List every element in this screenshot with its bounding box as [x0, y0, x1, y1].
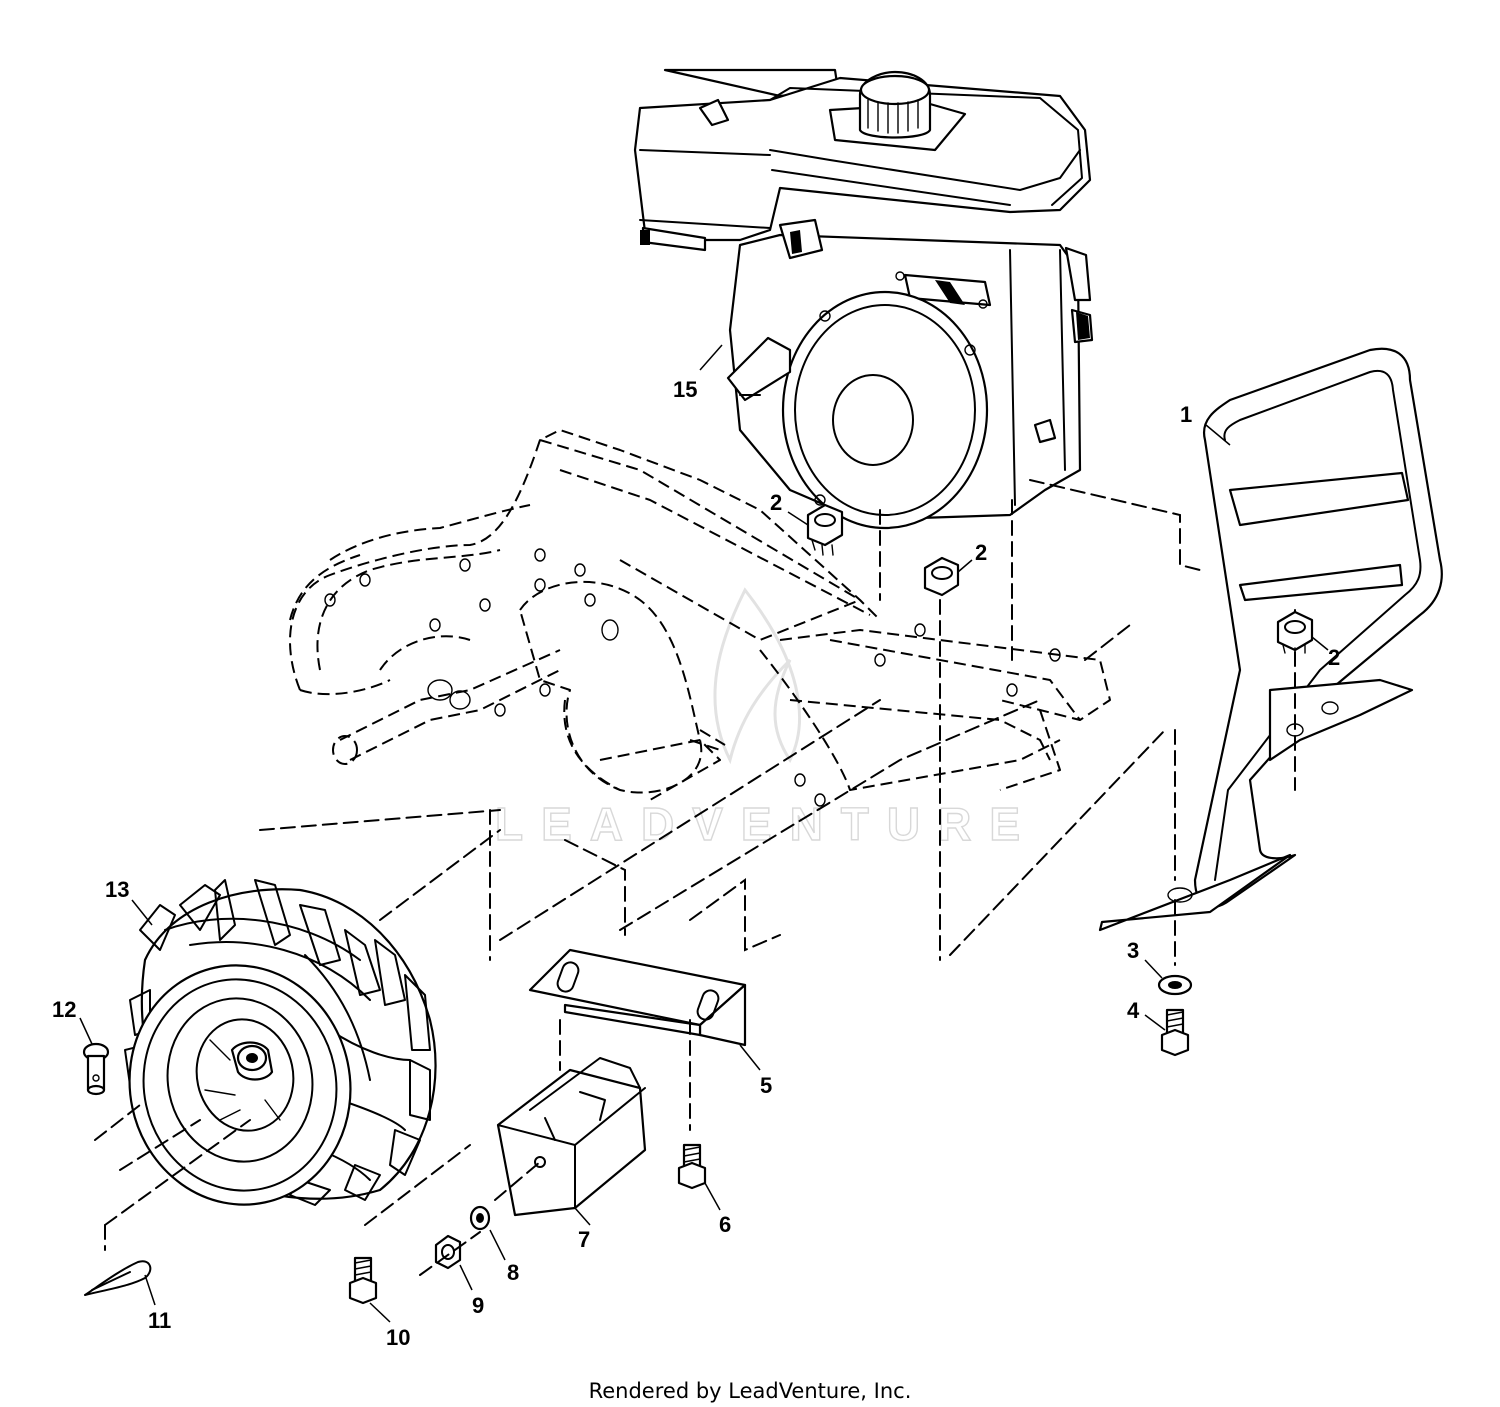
clevis-pin-part-12 [82, 1042, 110, 1096]
hairpin-clip-part-11 [84, 1260, 152, 1296]
bumper-bracket-part-1 [1098, 347, 1443, 932]
hex-nut-part-2-upper [806, 503, 844, 556]
hex-nut-part-9 [434, 1234, 462, 1270]
wheel-weight-part-7 [496, 1057, 647, 1217]
engine-part-15 [633, 68, 1094, 530]
callout-2-upper: 2 [770, 490, 782, 515]
tire-wheel-part-13 [124, 879, 437, 1206]
washer-part-3 [1157, 974, 1193, 996]
callout-15: 15 [673, 377, 697, 402]
bolt-part-10 [348, 1256, 378, 1305]
watermark: LEADVENTURE [494, 587, 1038, 851]
callout-5: 5 [760, 1073, 772, 1098]
callout-4: 4 [1127, 998, 1140, 1023]
callout-1: 1 [1180, 402, 1192, 427]
bolt-part-4 [1160, 1008, 1190, 1057]
leader-lines [79, 344, 1329, 1323]
callout-13: 13 [105, 877, 129, 902]
bolt-part-6 [677, 1143, 707, 1190]
footer-credit: Rendered by LeadVenture, Inc. [589, 1379, 912, 1403]
callout-2-mid: 2 [975, 540, 987, 565]
callout-10: 10 [386, 1325, 410, 1350]
hex-nut-part-2-bracket [1276, 610, 1314, 657]
callout-11: 11 [148, 1308, 171, 1333]
callout-labels: 1 2 2 2 3 4 5 6 7 8 9 10 11 12 13 15 [52, 377, 1340, 1350]
callout-12: 12 [52, 997, 76, 1022]
callout-6: 6 [719, 1212, 731, 1237]
axle-bracket-part-5 [528, 948, 747, 1047]
callout-9: 9 [472, 1293, 484, 1318]
callout-2-bracket: 2 [1328, 645, 1340, 670]
callout-3: 3 [1127, 938, 1139, 963]
lock-washer-part-8 [469, 1205, 491, 1231]
tiller-frame-phantom [289, 429, 1111, 807]
watermark-text: LEADVENTURE [495, 798, 1038, 850]
callout-7: 7 [578, 1227, 590, 1252]
callout-8: 8 [507, 1260, 519, 1285]
hex-nut-part-2-mid [923, 556, 960, 597]
